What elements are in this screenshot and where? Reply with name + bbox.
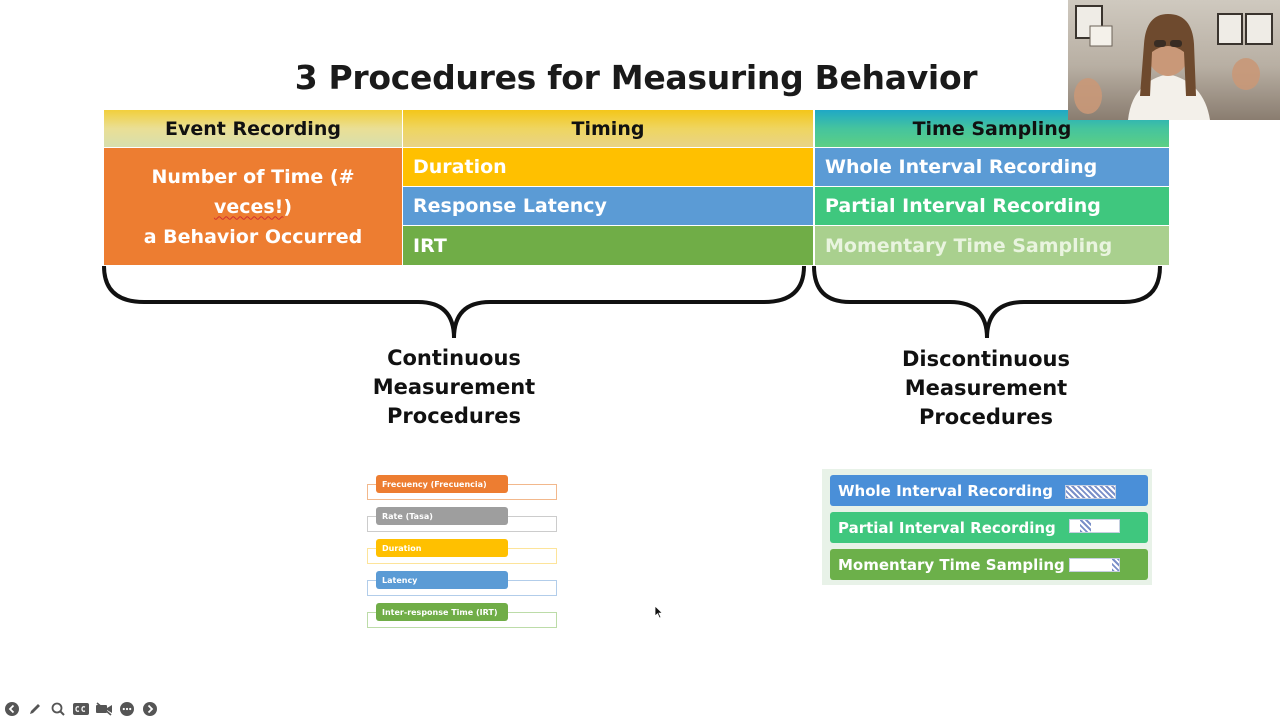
sampling-bar-whole-interval-label: Whole Interval Recording <box>838 481 1053 500</box>
timing-row-duration: Duration <box>403 148 813 186</box>
timing-row-irt: IRT <box>403 226 813 265</box>
sampling-bar-partial-interval-label: Partial Interval Recording <box>838 518 1056 537</box>
mini-bar-rate: Rate (Tasa) <box>376 507 508 525</box>
mouse-cursor-icon <box>654 605 664 619</box>
presentation-toolbar <box>2 700 159 718</box>
continuous-brace <box>102 265 806 339</box>
more-icon[interactable] <box>117 700 136 718</box>
whole-interval-hatch-box <box>1065 485 1116 499</box>
zoom-icon[interactable] <box>48 700 67 718</box>
mini-bar-latency: Latency <box>376 571 508 589</box>
event-recording-text: Number of Time (# veces!) a Behavior Occ… <box>112 162 394 252</box>
presenter-video-icon <box>1074 5 1273 120</box>
continuous-label-line3: Procedures <box>387 404 521 428</box>
timing-row-response-latency: Response Latency <box>403 187 813 225</box>
pen-icon[interactable] <box>25 700 44 718</box>
mini-bar-irt-label: Inter-response Time (IRT) <box>382 607 498 617</box>
slide-title: 3 Procedures for Measuring Behavior <box>294 58 978 97</box>
header-time-sampling-label: Time Sampling <box>912 117 1072 140</box>
sampling-row-momentary: Momentary Time Sampling <box>815 226 1169 265</box>
discontinuous-label-line3: Procedures <box>919 405 1053 429</box>
momentary-box <box>1069 558 1120 572</box>
webcam-video <box>1068 0 1280 120</box>
mini-bar-rate-label: Rate (Tasa) <box>382 511 433 521</box>
header-timing: Timing <box>403 110 813 147</box>
mini-bar-frequency: Frecuency (Frecuencia) <box>376 475 508 493</box>
timing-row-duration-label: Duration <box>413 156 507 178</box>
camera-off-icon[interactable] <box>94 700 113 718</box>
sampling-row-momentary-label: Momentary Time Sampling <box>825 234 1113 257</box>
discontinuous-label-line2: Measurement <box>904 376 1068 400</box>
event-text-suffix: ) <box>283 195 293 218</box>
continuous-label-line1: Continuous <box>387 346 521 370</box>
mini-bar-duration-label: Duration <box>382 543 422 553</box>
continuous-label: Continuous Measurement Procedures <box>344 344 564 431</box>
header-event-recording: Event Recording <box>104 110 402 147</box>
sampling-row-whole-interval-label: Whole Interval Recording <box>825 156 1098 178</box>
continuous-label-line2: Measurement <box>372 375 536 399</box>
header-event-recording-label: Event Recording <box>165 117 341 140</box>
back-icon[interactable] <box>2 700 21 718</box>
mini-bar-duration: Duration <box>376 539 508 557</box>
mini-bar-latency-label: Latency <box>382 575 418 585</box>
timing-row-irt-label: IRT <box>413 234 447 257</box>
forward-icon[interactable] <box>140 700 159 718</box>
event-text-line2: a Behavior Occurred <box>143 225 363 248</box>
sampling-row-partial-interval-label: Partial Interval Recording <box>825 195 1101 217</box>
sampling-bar-whole-interval: Whole Interval Recording <box>830 475 1148 506</box>
discontinuous-label: Discontinuous Measurement Procedures <box>876 345 1096 432</box>
discontinuous-brace <box>812 265 1162 339</box>
sampling-row-partial-interval: Partial Interval Recording <box>815 187 1169 225</box>
timing-row-response-latency-label: Response Latency <box>413 195 607 217</box>
captions-icon[interactable] <box>71 700 90 718</box>
mini-bar-frequency-label: Frecuency (Frecuencia) <box>382 479 487 489</box>
discontinuous-label-line1: Discontinuous <box>902 347 1070 371</box>
event-text-underlined: veces! <box>213 195 284 218</box>
event-text-prefix: Number of Time (# <box>151 165 355 188</box>
partial-interval-hatch <box>1080 520 1091 532</box>
partial-interval-box <box>1069 519 1120 533</box>
sampling-row-whole-interval: Whole Interval Recording <box>815 148 1169 186</box>
header-timing-label: Timing <box>571 117 645 140</box>
sampling-bar-momentary-label: Momentary Time Sampling <box>838 555 1065 574</box>
event-recording-cell: Number of Time (# veces!) a Behavior Occ… <box>104 148 402 265</box>
momentary-hatch <box>1112 559 1119 571</box>
mini-bar-irt: Inter-response Time (IRT) <box>376 603 508 621</box>
